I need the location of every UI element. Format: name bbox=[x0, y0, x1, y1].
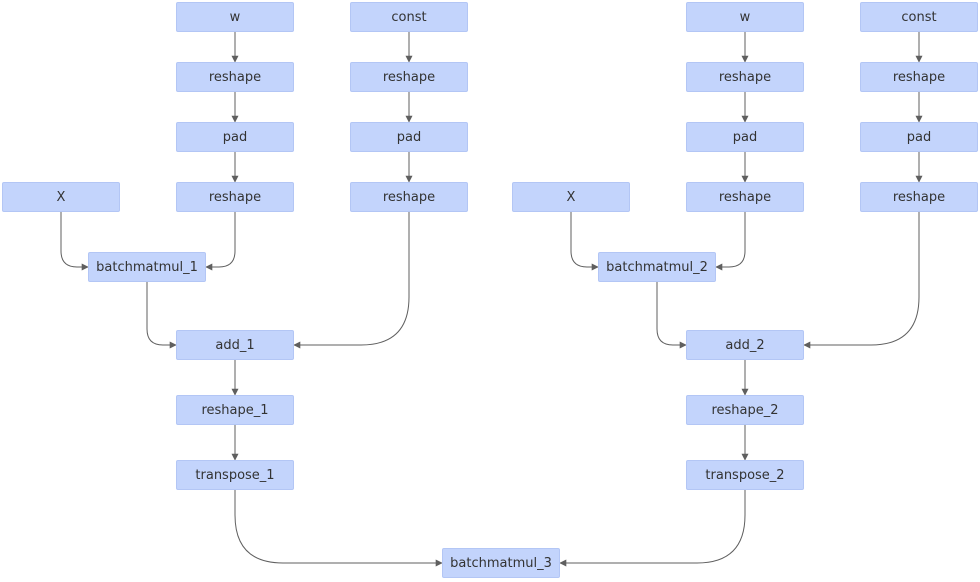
edge-reshape_c1_b-to-add_1 bbox=[293, 212, 410, 349]
edge-x_1-to-batchmatmul_1 bbox=[60, 212, 89, 271]
edge-transpose_1-to-batchmatmul_3 bbox=[234, 490, 443, 567]
node-add-1[interactable]: add_1 bbox=[176, 330, 294, 360]
node-reshape-c2-b[interactable]: reshape bbox=[860, 182, 978, 212]
node-reshape-w1-a[interactable]: reshape bbox=[176, 62, 294, 92]
node-x-1[interactable]: X bbox=[2, 182, 120, 212]
node-reshape-c1-a[interactable]: reshape bbox=[350, 62, 468, 92]
node-reshape-w2-b[interactable]: reshape bbox=[686, 182, 804, 212]
node-x-2[interactable]: X bbox=[512, 182, 630, 212]
node-reshape-2[interactable]: reshape_2 bbox=[686, 395, 804, 425]
node-pad-w1[interactable]: pad bbox=[176, 122, 294, 152]
edge-batchmatmul_1-to-add_1 bbox=[146, 282, 177, 349]
node-pad-c1[interactable]: pad bbox=[350, 122, 468, 152]
node-reshape-w2-a[interactable]: reshape bbox=[686, 62, 804, 92]
edge-reshape_w1_b-to-batchmatmul_1 bbox=[205, 212, 236, 271]
node-batchmatmul-1[interactable]: batchmatmul_1 bbox=[88, 252, 206, 282]
node-w-2[interactable]: w bbox=[686, 2, 804, 32]
node-batchmatmul-3[interactable]: batchmatmul_3 bbox=[442, 548, 560, 578]
edge-reshape_c2_b-to-add_2 bbox=[803, 212, 920, 349]
node-reshape-c1-b[interactable]: reshape bbox=[350, 182, 468, 212]
node-const-1[interactable]: const bbox=[350, 2, 468, 32]
edge-reshape_w2_b-to-batchmatmul_2 bbox=[715, 212, 746, 271]
node-batchmatmul-2[interactable]: batchmatmul_2 bbox=[598, 252, 716, 282]
node-reshape-c2-a[interactable]: reshape bbox=[860, 62, 978, 92]
edge-batchmatmul_2-to-add_2 bbox=[656, 282, 687, 349]
node-pad-w2[interactable]: pad bbox=[686, 122, 804, 152]
node-add-2[interactable]: add_2 bbox=[686, 330, 804, 360]
node-transpose-2[interactable]: transpose_2 bbox=[686, 460, 804, 490]
node-reshape-w1-b[interactable]: reshape bbox=[176, 182, 294, 212]
node-const-2[interactable]: const bbox=[860, 2, 978, 32]
node-w-1[interactable]: w bbox=[176, 2, 294, 32]
edge-x_2-to-batchmatmul_2 bbox=[570, 212, 599, 271]
node-transpose-1[interactable]: transpose_1 bbox=[176, 460, 294, 490]
node-reshape-1[interactable]: reshape_1 bbox=[176, 395, 294, 425]
node-pad-c2[interactable]: pad bbox=[860, 122, 978, 152]
edge-transpose_2-to-batchmatmul_3 bbox=[559, 490, 746, 567]
